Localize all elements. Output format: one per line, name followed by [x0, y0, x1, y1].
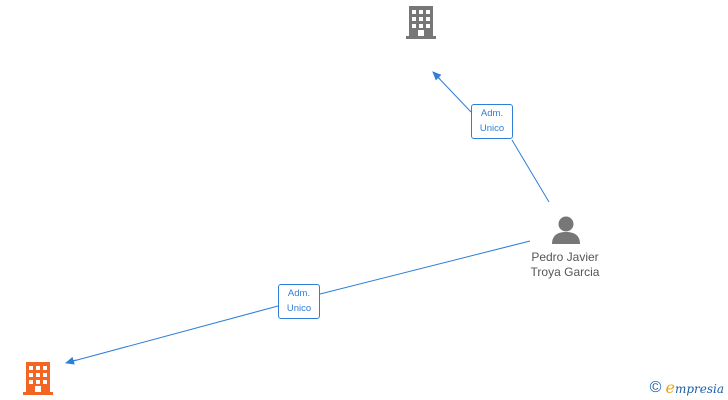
copyright-icon: © [649, 378, 662, 396]
brand-watermark: © empresia [650, 378, 724, 397]
person-icon[interactable] [552, 216, 580, 245]
edge-label-top[interactable]: Adm. Unico [471, 104, 513, 139]
edge-line-bottom [65, 240, 531, 364]
edge-label-line1: Adm. [480, 108, 504, 119]
edge-label-bottom[interactable]: Adm. Unico [278, 284, 320, 319]
edge-label-line1: Adm. [287, 288, 311, 299]
brand-initial: e [665, 378, 675, 397]
edge-label-line2: Unico [479, 123, 505, 134]
edge-arrow-top [432, 71, 442, 81]
person-name-line1: Pedro Javier [531, 250, 599, 264]
edge-label-line2: Unico [286, 303, 312, 314]
brand-logo: empresia [665, 378, 724, 397]
edge-arrow-bottom [65, 356, 77, 365]
person-name[interactable]: Pedro Javier Troya Garcia [520, 250, 610, 280]
person-name-line2: Troya Garcia [530, 265, 600, 279]
building-icon[interactable] [406, 6, 436, 39]
building-icon[interactable] [23, 362, 53, 395]
brand-rest: mpresia [674, 382, 724, 396]
